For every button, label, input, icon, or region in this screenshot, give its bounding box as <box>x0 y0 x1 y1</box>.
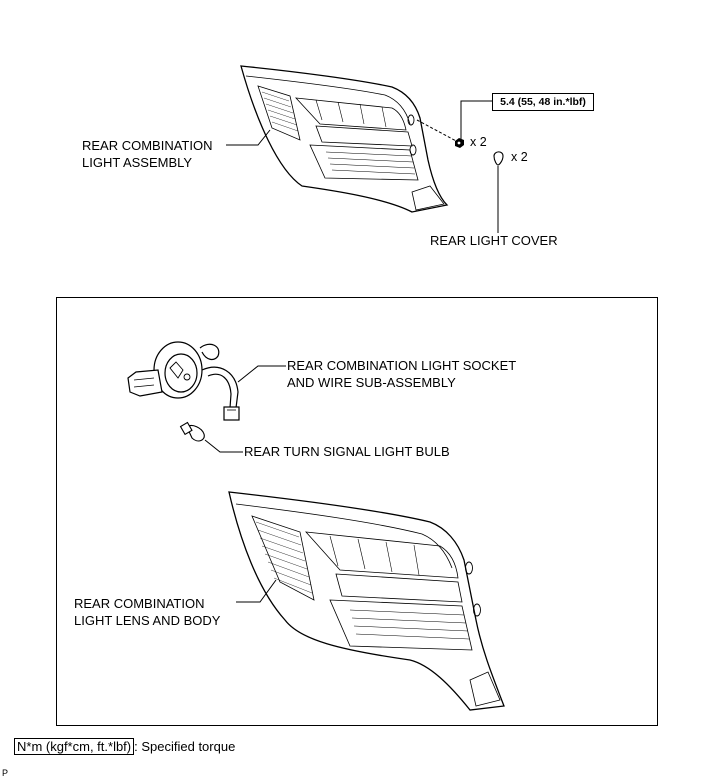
nut-icon <box>455 138 464 148</box>
socket-leader-line <box>237 365 286 383</box>
rear-light-cover-label: REAR LIGHT COVER <box>430 233 558 248</box>
cover-quantity: x 2 <box>511 150 528 164</box>
socket-label-line1: REAR COMBINATION LIGHT SOCKET <box>287 358 517 373</box>
bulb-label: REAR TURN SIGNAL LIGHT BULB <box>244 444 450 459</box>
socket-label: REAR COMBINATION LIGHT SOCKET AND WIRE S… <box>287 357 516 391</box>
bulb-leader-line <box>204 439 243 453</box>
nut-quantity: x 2 <box>470 135 487 149</box>
socket-and-wire-drawing <box>127 341 240 421</box>
torque-leader-line <box>460 100 492 140</box>
torque-legend: N*m (kgf*cm, ft.*lbf): Specified torque <box>14 738 236 755</box>
bulb-icon <box>179 421 205 442</box>
legend-text: : Specified torque <box>134 739 236 754</box>
footer-mark: P <box>2 768 9 778</box>
legend-unit-box: N*m (kgf*cm, ft.*lbf) <box>14 738 135 755</box>
rear-combination-light-assembly-drawing <box>240 65 449 213</box>
assembly-label-line2: LIGHT ASSEMBLY <box>82 155 193 170</box>
lens-body-label-line2: LIGHT LENS AND BODY <box>74 613 221 628</box>
lens-body-label: REAR COMBINATION LIGHT LENS AND BODY <box>74 595 220 629</box>
assembly-label: REAR COMBINATION LIGHT ASSEMBLY <box>82 137 213 171</box>
assembly-leader-line <box>226 129 271 146</box>
lens-leader-line <box>236 579 277 603</box>
rear-light-cover-icon <box>493 151 504 166</box>
assembly-label-line1: REAR COMBINATION <box>82 138 213 153</box>
lens-and-body-drawing <box>228 491 505 711</box>
detail-frame <box>56 297 658 726</box>
torque-spec-box: 5.4 (55, 48 in.*lbf) <box>492 93 594 111</box>
lens-body-label-line1: REAR COMBINATION <box>74 596 205 611</box>
socket-label-line2: AND WIRE SUB-ASSEMBLY <box>287 375 456 390</box>
nut-dashed-line <box>416 119 459 143</box>
